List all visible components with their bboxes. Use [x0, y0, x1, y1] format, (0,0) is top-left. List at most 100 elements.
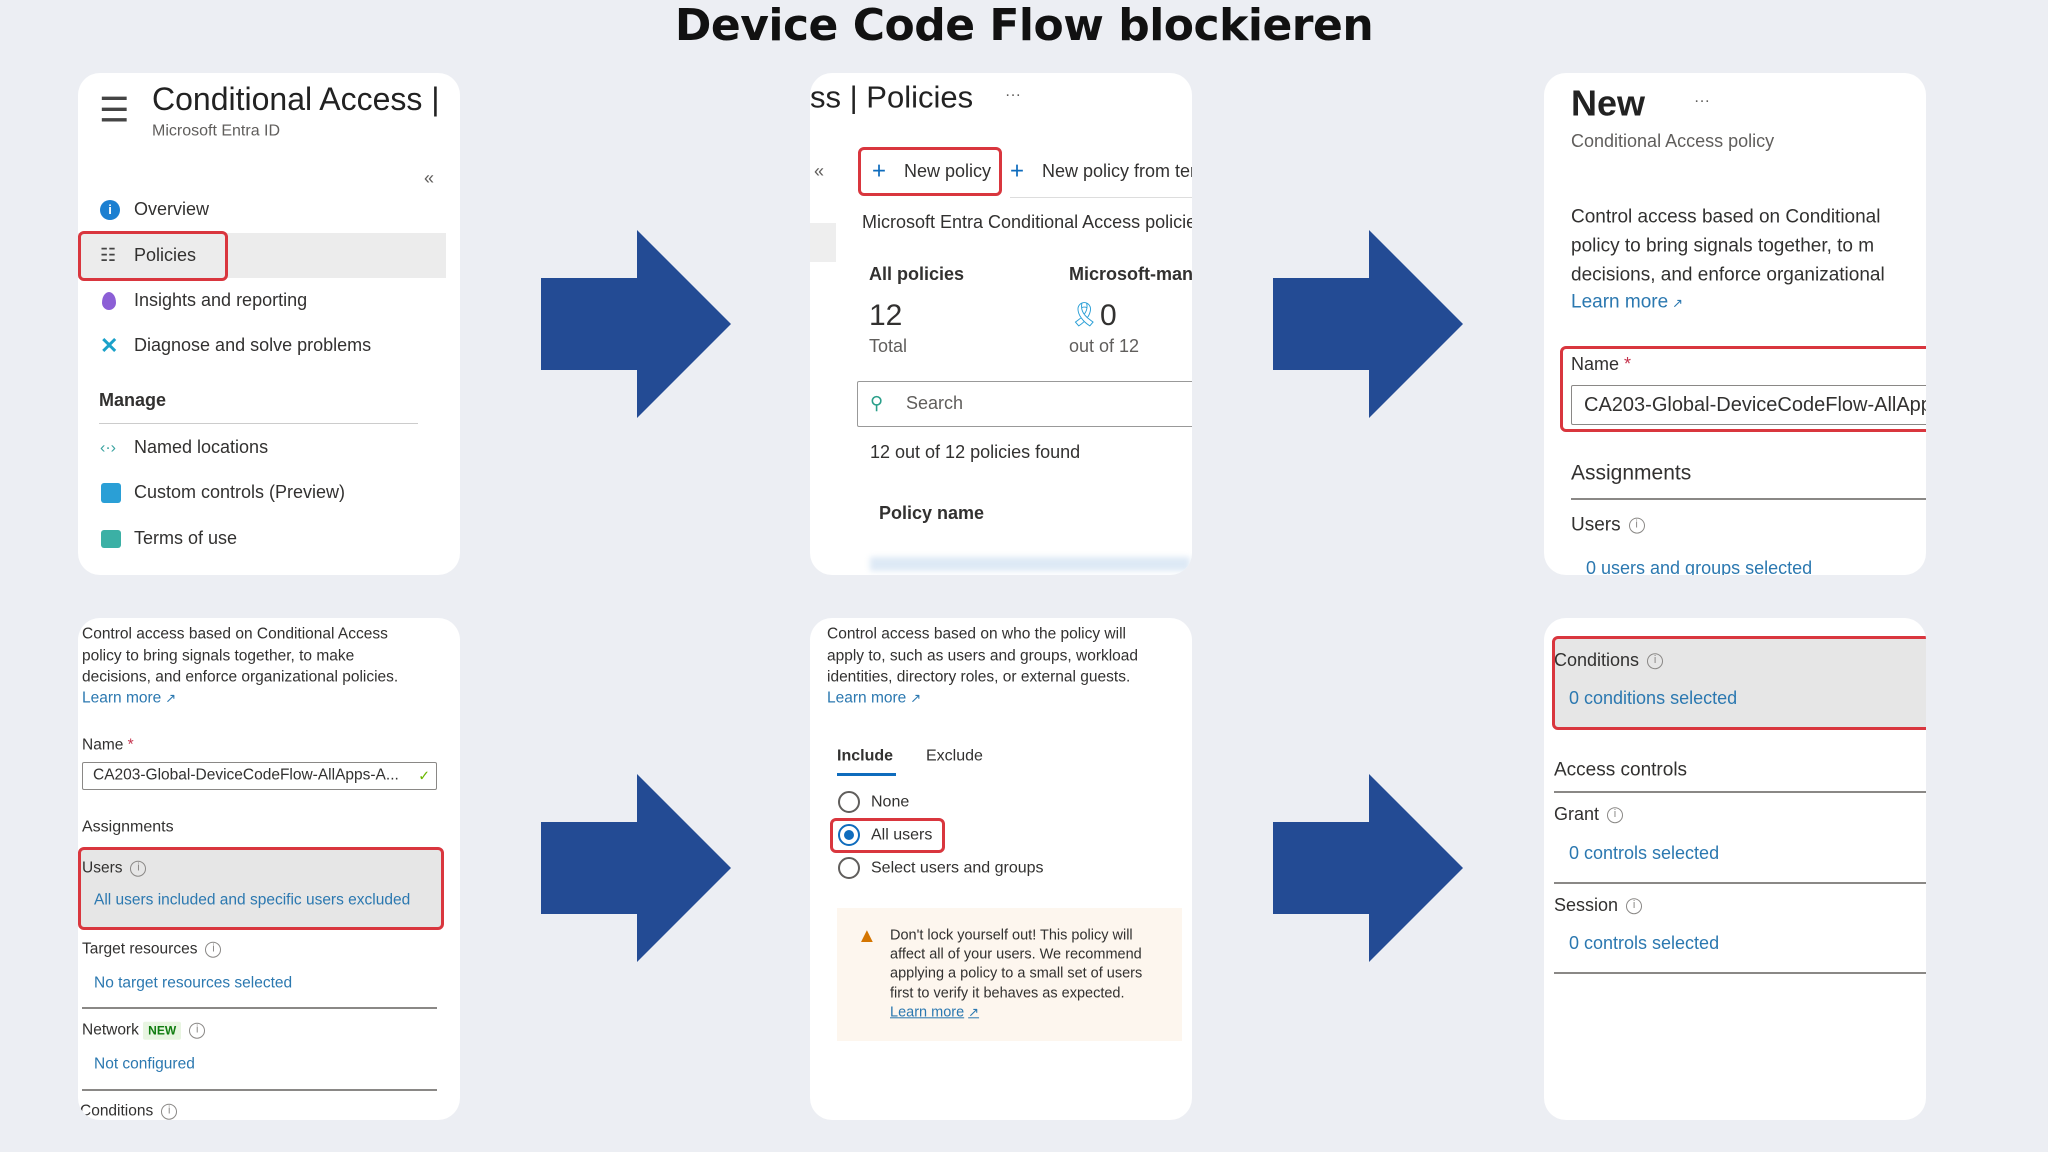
- blurred-row: [870, 557, 1190, 571]
- warning-line: first to verify it behaves as expected.: [890, 985, 1125, 1002]
- blade-title: New: [1571, 82, 1646, 124]
- tools-icon: ✕: [100, 332, 119, 358]
- description-line: decisions, and enforce organizational po…: [82, 668, 399, 686]
- target-resources-link[interactable]: No target resources selected: [94, 974, 293, 992]
- new-policy-button[interactable]: New policy: [904, 161, 992, 182]
- more-button[interactable]: ···: [1694, 92, 1710, 110]
- learn-more-link[interactable]: Learn more↗: [827, 689, 922, 707]
- results-count: 12 out of 12 policies found: [870, 442, 1081, 463]
- panel-users-include: Control access based on who the policy w…: [810, 618, 1192, 1120]
- column-policy-name[interactable]: Policy name: [879, 503, 985, 524]
- external-link-icon: ↗: [165, 690, 177, 706]
- nav-overview[interactable]: Overview: [134, 199, 210, 220]
- assignments-heading: Assignments: [1571, 461, 1692, 485]
- info-icon: i: [100, 200, 120, 220]
- radio-none[interactable]: [838, 791, 860, 813]
- warning-learn-more-link[interactable]: Learn more↗: [890, 1004, 980, 1021]
- plus-icon: +: [1010, 157, 1025, 185]
- session-link[interactable]: 0 controls selected: [1569, 933, 1720, 954]
- description: Microsoft Entra Conditional Access polic…: [862, 212, 1192, 233]
- info-icon: i: [1626, 898, 1643, 915]
- panel-assignments: Control access based on Conditional Acce…: [78, 618, 460, 1120]
- assignments-heading: Assignments: [82, 818, 174, 836]
- checklist-icon: ☰: [99, 91, 130, 130]
- info-icon: i: [1647, 653, 1664, 670]
- info-icon: i: [130, 860, 147, 877]
- access-controls-heading: Access controls: [1554, 759, 1688, 781]
- description-line: Control access based on Conditional Acce…: [82, 625, 388, 643]
- network-link[interactable]: Not configured: [94, 1055, 195, 1073]
- list-icon: ☷: [100, 245, 117, 266]
- panel-new-policy: New ··· Conditional Access policy Contro…: [1544, 73, 1926, 575]
- info-icon: i: [189, 1022, 206, 1039]
- conditions-link[interactable]: 0 conditions selected: [1569, 688, 1738, 709]
- all-policies-value: 12: [869, 299, 903, 332]
- description-line: policy to bring signals together, to m: [1571, 235, 1875, 257]
- panel-policies: ss | Policies ··· « + New policy + New p…: [810, 73, 1192, 575]
- section-manage: Manage: [99, 390, 167, 411]
- plus-icon: +: [872, 157, 887, 185]
- radio-all-users[interactable]: [838, 824, 860, 846]
- tab-include[interactable]: Include: [837, 747, 894, 765]
- new-policy-from-template-button[interactable]: New policy from ter: [1042, 161, 1192, 182]
- name-value: CA203-Global-DeviceCodeFlow-AllApps-A...: [93, 766, 399, 784]
- description-line: identities, directory roles, or external…: [827, 668, 1131, 686]
- microsoft-managed-label: Microsoft-man: [1069, 264, 1192, 285]
- nav-named-locations[interactable]: Named locations: [134, 437, 269, 458]
- description-line: decisions, and enforce organizational: [1571, 264, 1885, 286]
- collapse-button[interactable]: «: [424, 168, 435, 189]
- page-title: Device Code Flow blockieren: [674, 0, 1374, 51]
- info-icon: i: [161, 1103, 178, 1120]
- learn-more-link[interactable]: Learn more↗: [1571, 291, 1684, 313]
- learn-more-link[interactable]: Learn more↗: [82, 689, 177, 707]
- info-icon: i: [205, 941, 222, 958]
- warning-line: affect all of your users. We recommend: [890, 946, 1142, 963]
- nav-terms-of-use[interactable]: Terms of use: [134, 528, 238, 549]
- blade-title: Conditional Access |: [152, 80, 440, 117]
- lightbulb-icon: [102, 292, 116, 310]
- radio-select-users[interactable]: [838, 857, 860, 879]
- nav-insights[interactable]: Insights and reporting: [134, 290, 308, 311]
- nav-custom-controls[interactable]: Custom controls (Preview): [134, 482, 346, 503]
- search-input[interactable]: ⚲ Search: [857, 381, 1192, 427]
- all-policies-sub: Total: [869, 336, 908, 357]
- terms-icon: [101, 530, 121, 548]
- all-policies-label: All policies: [869, 264, 965, 285]
- name-input[interactable]: CA203-Global-DeviceCodeFlow-AllApps: [1571, 385, 1926, 425]
- name-input[interactable]: CA203-Global-DeviceCodeFlow-AllApps-A...…: [82, 762, 437, 790]
- radio-select-users-label: Select users and groups: [871, 859, 1044, 877]
- nav-diagnose[interactable]: Diagnose and solve problems: [134, 335, 372, 356]
- arrow-right-icon: [541, 774, 731, 962]
- arrow-right-icon: [1273, 774, 1463, 962]
- users-link[interactable]: All users included and specific users ex…: [94, 891, 411, 909]
- blade-title: ss | Policies: [810, 79, 974, 115]
- ribbon-icon: 🎗: [1069, 301, 1100, 329]
- arrow-right-icon: [1273, 230, 1463, 418]
- tab-exclude[interactable]: Exclude: [926, 747, 983, 765]
- name-value: CA203-Global-DeviceCodeFlow-AllApps: [1584, 394, 1926, 416]
- name-label: Name *: [82, 736, 134, 754]
- more-button[interactable]: ···: [1005, 86, 1021, 104]
- warning-line: applying a policy to a small set of user…: [890, 965, 1143, 982]
- description-line: Control access based on Conditional: [1571, 206, 1881, 228]
- collapse-button[interactable]: «: [814, 161, 825, 182]
- search-placeholder: Search: [906, 393, 964, 414]
- description-line: Control access based on who the policy w…: [827, 625, 1126, 643]
- description-line: policy to bring signals together, to mak…: [82, 647, 355, 665]
- new-badge: NEW: [143, 1021, 182, 1040]
- arrows-icon: ‹·›: [100, 439, 116, 457]
- external-link-icon: ↗: [910, 690, 922, 706]
- warning-line: Don't lock yourself out! This policy wil…: [890, 927, 1133, 944]
- microsoft-managed-sub: out of 12: [1069, 336, 1140, 357]
- users-link[interactable]: 0 users and groups selected: [1586, 558, 1813, 575]
- grant-link[interactable]: 0 controls selected: [1569, 843, 1720, 864]
- name-label: Name *: [1571, 354, 1632, 375]
- nav-policies[interactable]: Policies: [134, 245, 197, 266]
